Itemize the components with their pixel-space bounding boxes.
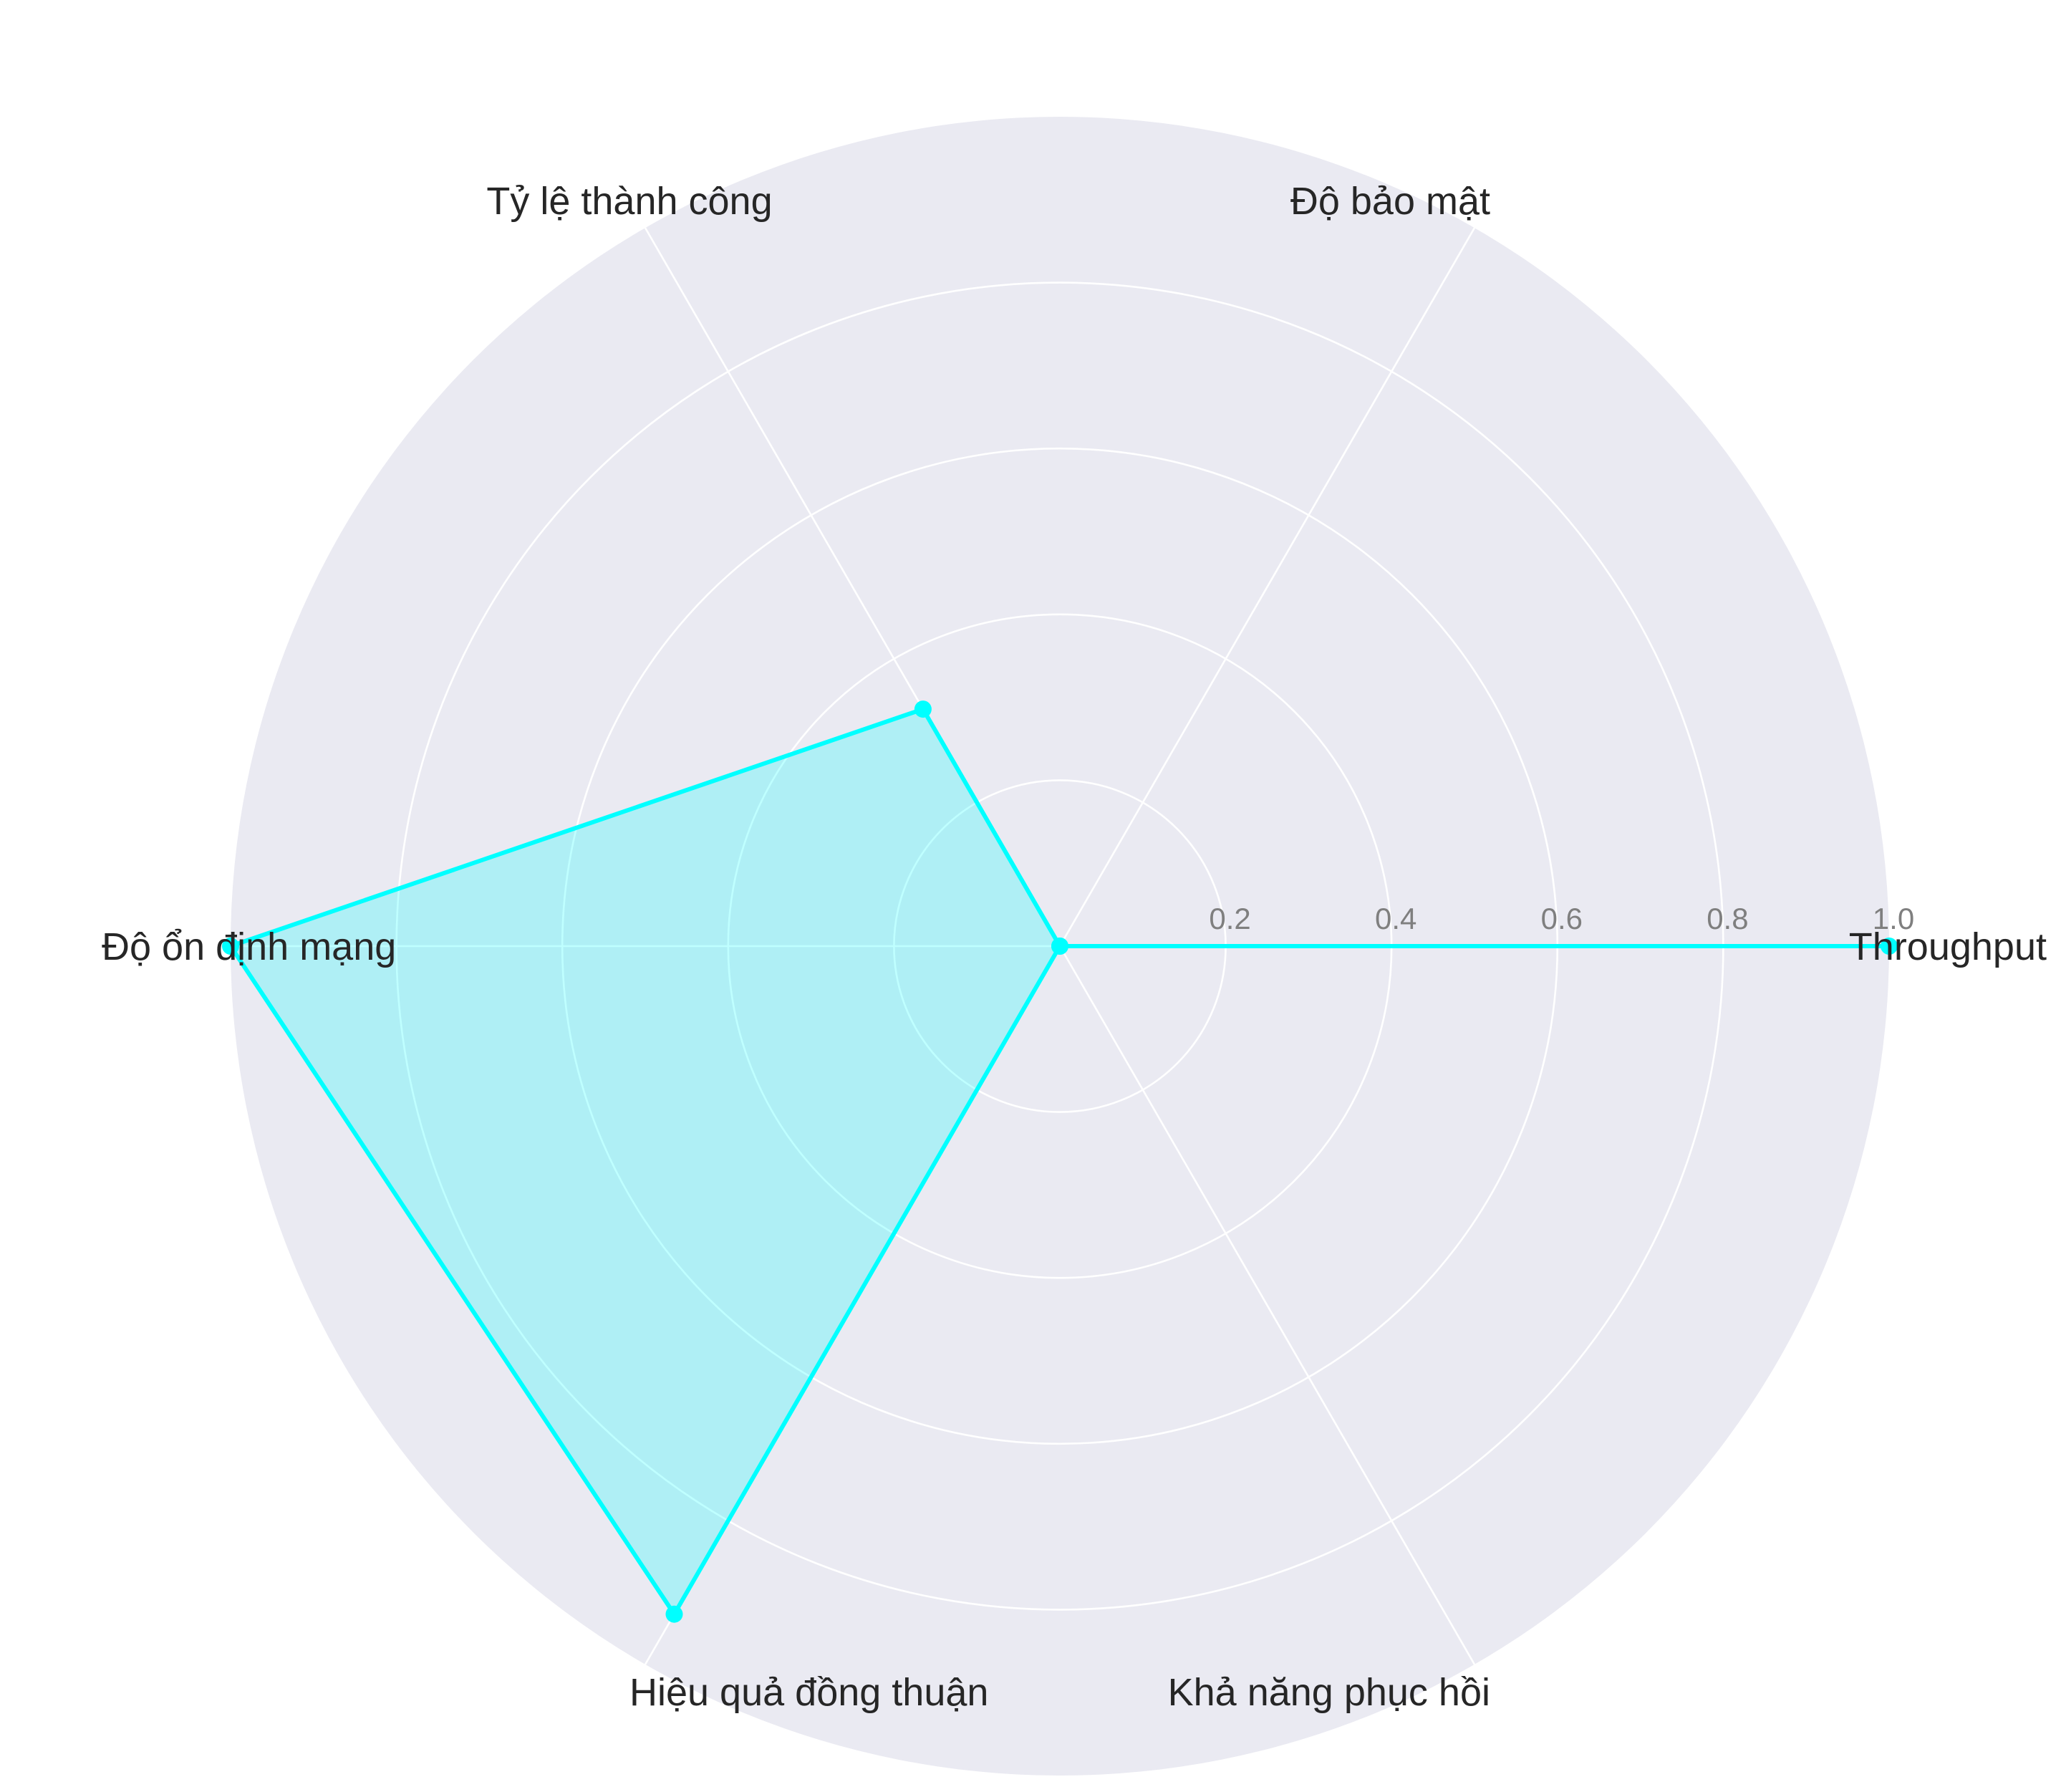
data-point-6 <box>1051 938 1068 955</box>
category-labels: Throughput Độ bảo mật Tỷ lệ thành công Độ ổ… <box>102 180 2047 1714</box>
category-label-1: Throughput <box>1849 925 2047 968</box>
grid-spoke-2 <box>1058 227 1476 947</box>
data-point-5 <box>665 1605 683 1623</box>
category-label-5: Hiệu quả đồng thuận <box>629 1671 988 1714</box>
category-label-3: Tỷ lệ thành công <box>486 180 772 223</box>
category-label-2: Độ bảo mật <box>1290 180 1490 223</box>
r-tick-label: 0.8 <box>1707 902 1748 935</box>
series-area <box>231 709 1889 1614</box>
data-series <box>222 700 1898 1623</box>
radial-tick-labels: 0.2 0.4 0.6 0.8 1.0 <box>1209 902 1914 935</box>
data-point-3 <box>914 700 932 718</box>
data-point-4 <box>222 938 239 955</box>
r-tick-label: 0.6 <box>1541 902 1583 935</box>
data-point-1 <box>1881 938 1898 955</box>
grid-spoke-6 <box>1058 945 1476 1665</box>
r-tick-label: 0.4 <box>1375 902 1416 935</box>
category-label-4: Độ ổn định mạng <box>102 925 396 968</box>
r-tick-label: 0.2 <box>1209 902 1250 935</box>
category-label-6: Khả năng phục hồi <box>1168 1671 1490 1714</box>
r-tick-label: 1.0 <box>1873 902 1914 935</box>
